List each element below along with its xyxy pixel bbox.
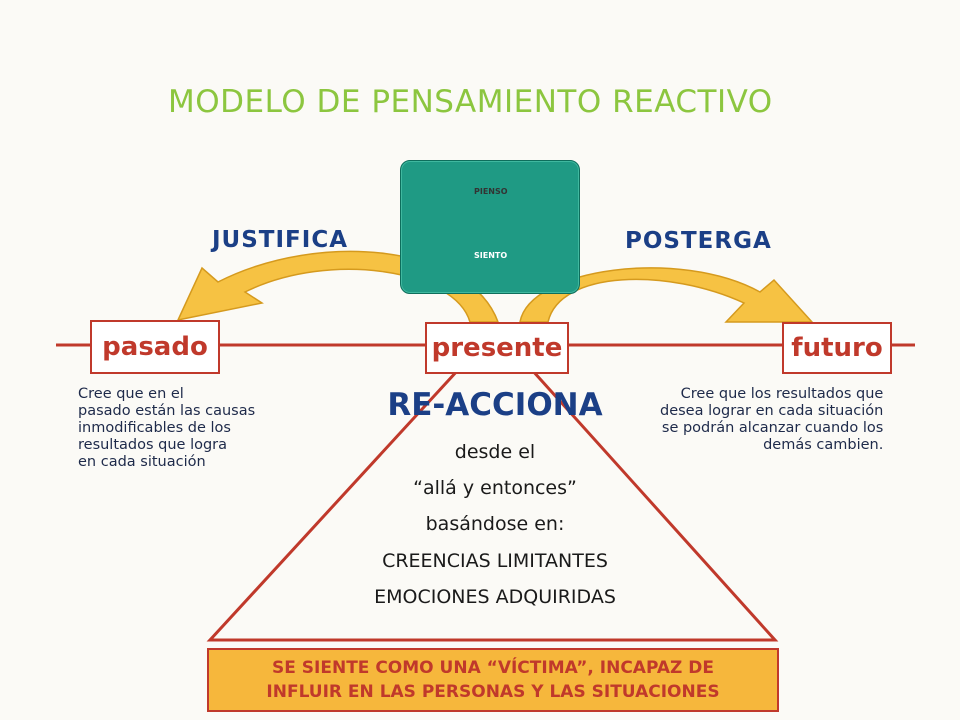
timeline-past-box: pasado	[90, 320, 220, 374]
conclusion-box: SE SIENTE COMO UNA “VÍCTIMA”, INCAPAZ DE…	[207, 648, 779, 712]
action-right-label: POSTERGA	[625, 228, 772, 254]
timeline-future-box: futuro	[782, 322, 892, 374]
reactive-model-image	[400, 160, 580, 294]
pyramid-line: basándose en:	[425, 513, 565, 535]
pyramid-heading: RE-ACCIONA	[387, 387, 603, 423]
pyramid-line: desde el	[454, 441, 536, 463]
pyramid-line: “allá y entonces”	[413, 477, 577, 499]
future-description-line: Cree que los resultados que	[680, 386, 884, 402]
page-title: MODELO DE PENSAMIENTO REACTIVO	[168, 84, 773, 120]
conclusion-line: INFLUIR EN LAS PERSONAS Y LAS SITUACIONE…	[266, 682, 720, 702]
pyramid	[206, 368, 779, 642]
future-description: Cree que los resultados que desea lograr…	[660, 386, 883, 454]
past-description-line: resultados que logra	[78, 437, 228, 453]
pyramid-line: CREENCIAS LIMITANTES	[382, 550, 608, 572]
future-description-line: demás cambien.	[763, 437, 884, 453]
past-description-line: en cada situación	[78, 454, 206, 470]
conclusion-line: SE SIENTE COMO UNA “VÍCTIMA”, INCAPAZ DE	[272, 658, 714, 678]
past-description-line: Cree que en el	[78, 386, 184, 402]
past-description: Cree que en el pasado están las causas i…	[78, 386, 255, 471]
pyramid-line: EMOCIONES ADQUIRIDAS	[374, 586, 616, 608]
future-description-line: desea lograr en cada situación	[660, 403, 884, 419]
past-description-line: pasado están las causas	[78, 403, 256, 419]
center-label-top: PIENSO	[474, 187, 508, 196]
past-description-line: inmodificables de los	[78, 420, 231, 436]
future-description-line: se podrán alcanzar cuando los	[661, 420, 884, 436]
center-label-bottom: SIENTO	[474, 251, 508, 260]
action-left-label: JUSTIFICA	[212, 227, 348, 253]
timeline-present-box: presente	[425, 322, 569, 374]
